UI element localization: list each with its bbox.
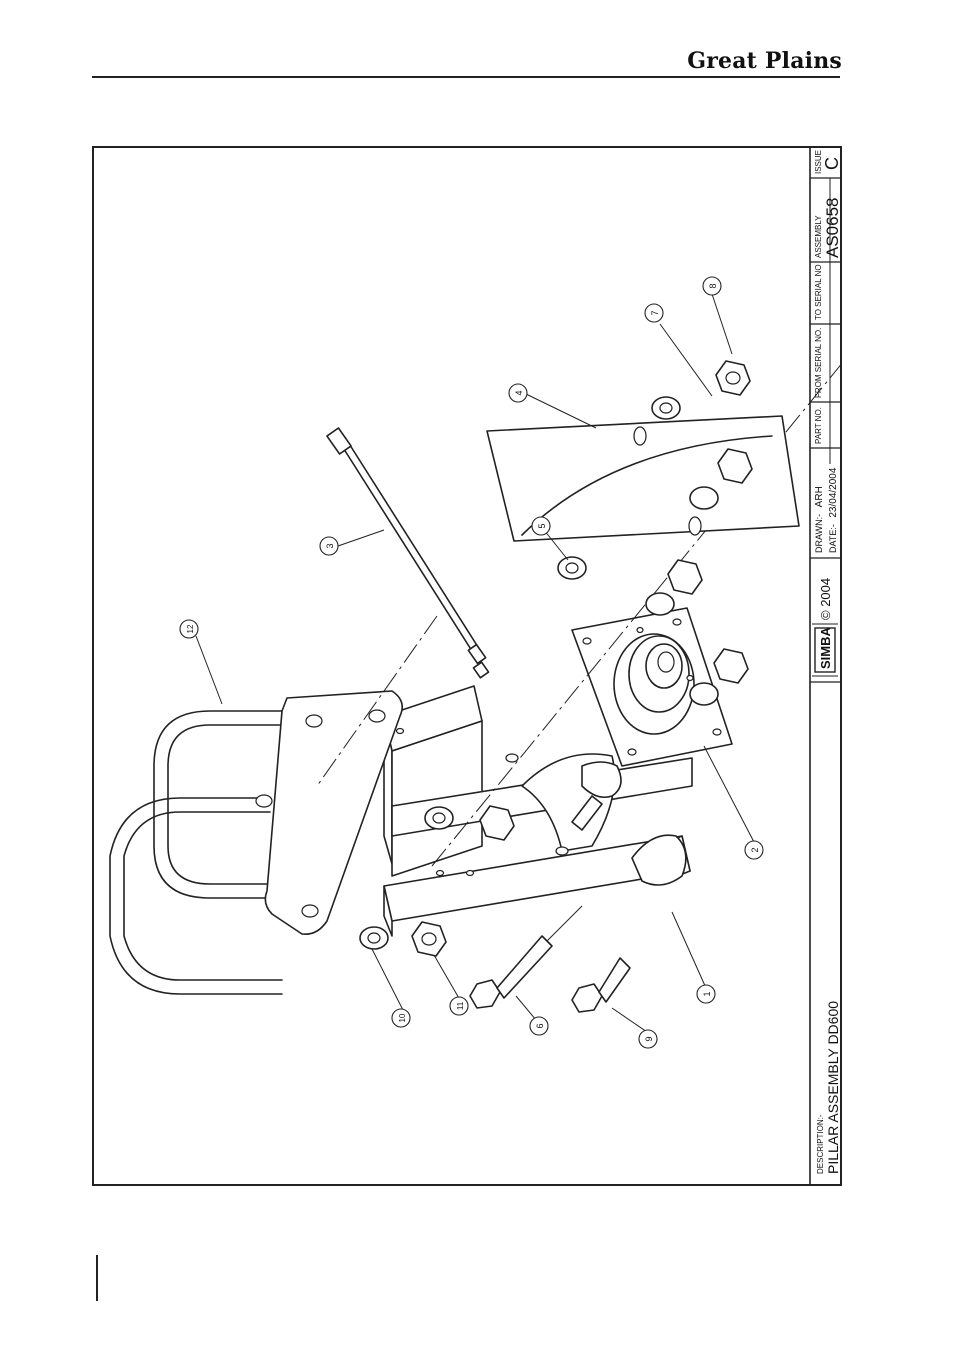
svg-text:6: 6 (535, 1023, 545, 1028)
svg-text:5: 5 (537, 523, 547, 528)
svg-text:DATE:- 23/04/2004: DATE:- 23/04/2004 (828, 467, 839, 553)
assembly-label: ASSEMBLY (814, 215, 823, 258)
svg-text:3: 3 (325, 543, 335, 548)
svg-text:9: 9 (644, 1036, 654, 1041)
drawing-date: 23/04/2004 (828, 467, 839, 517)
svg-text:8: 8 (708, 283, 718, 288)
part-no-label: PART NO. (814, 407, 823, 444)
simba-logo-text: SIMBA (818, 627, 833, 670)
issue-letter: C (822, 157, 842, 170)
part-washer-c (690, 683, 718, 705)
drawing-description: PILLAR ASSEMBLY DD600 (825, 1001, 841, 1174)
part-washer-b (646, 593, 674, 615)
svg-text:1: 1 (702, 991, 712, 996)
assembly-number: AS0658 (823, 198, 842, 259)
svg-text:2: 2 (750, 847, 760, 852)
part-washer-a (690, 487, 718, 509)
svg-text:DRAWN:- ARH: DRAWN:- ARH (814, 486, 825, 553)
to-serial-label: TO SERIAL NO (814, 264, 823, 320)
description-label: DESCRIPTION:- (816, 1114, 825, 1174)
date-label: DATE:- (828, 524, 838, 553)
assembly-drawing: DESCRIPTION:- PILLAR ASSEMBLY DD600 SIMB… (92, 146, 842, 1186)
drawn-label: DRAWN:- (814, 514, 824, 553)
brand-logo-text: Great Plains (687, 48, 842, 74)
svg-text:12: 12 (186, 624, 195, 633)
svg-text:10: 10 (398, 1013, 407, 1022)
drawn-by: ARH (814, 486, 825, 507)
svg-text:7: 7 (650, 310, 660, 315)
svg-text:4: 4 (514, 390, 524, 395)
header-rule (92, 76, 840, 78)
from-serial-label: FROM SERIAL NO. (814, 328, 823, 398)
svg-text:11: 11 (456, 1001, 465, 1010)
footer-rule (96, 1255, 98, 1301)
copyright-text: © 2004 (818, 578, 833, 620)
